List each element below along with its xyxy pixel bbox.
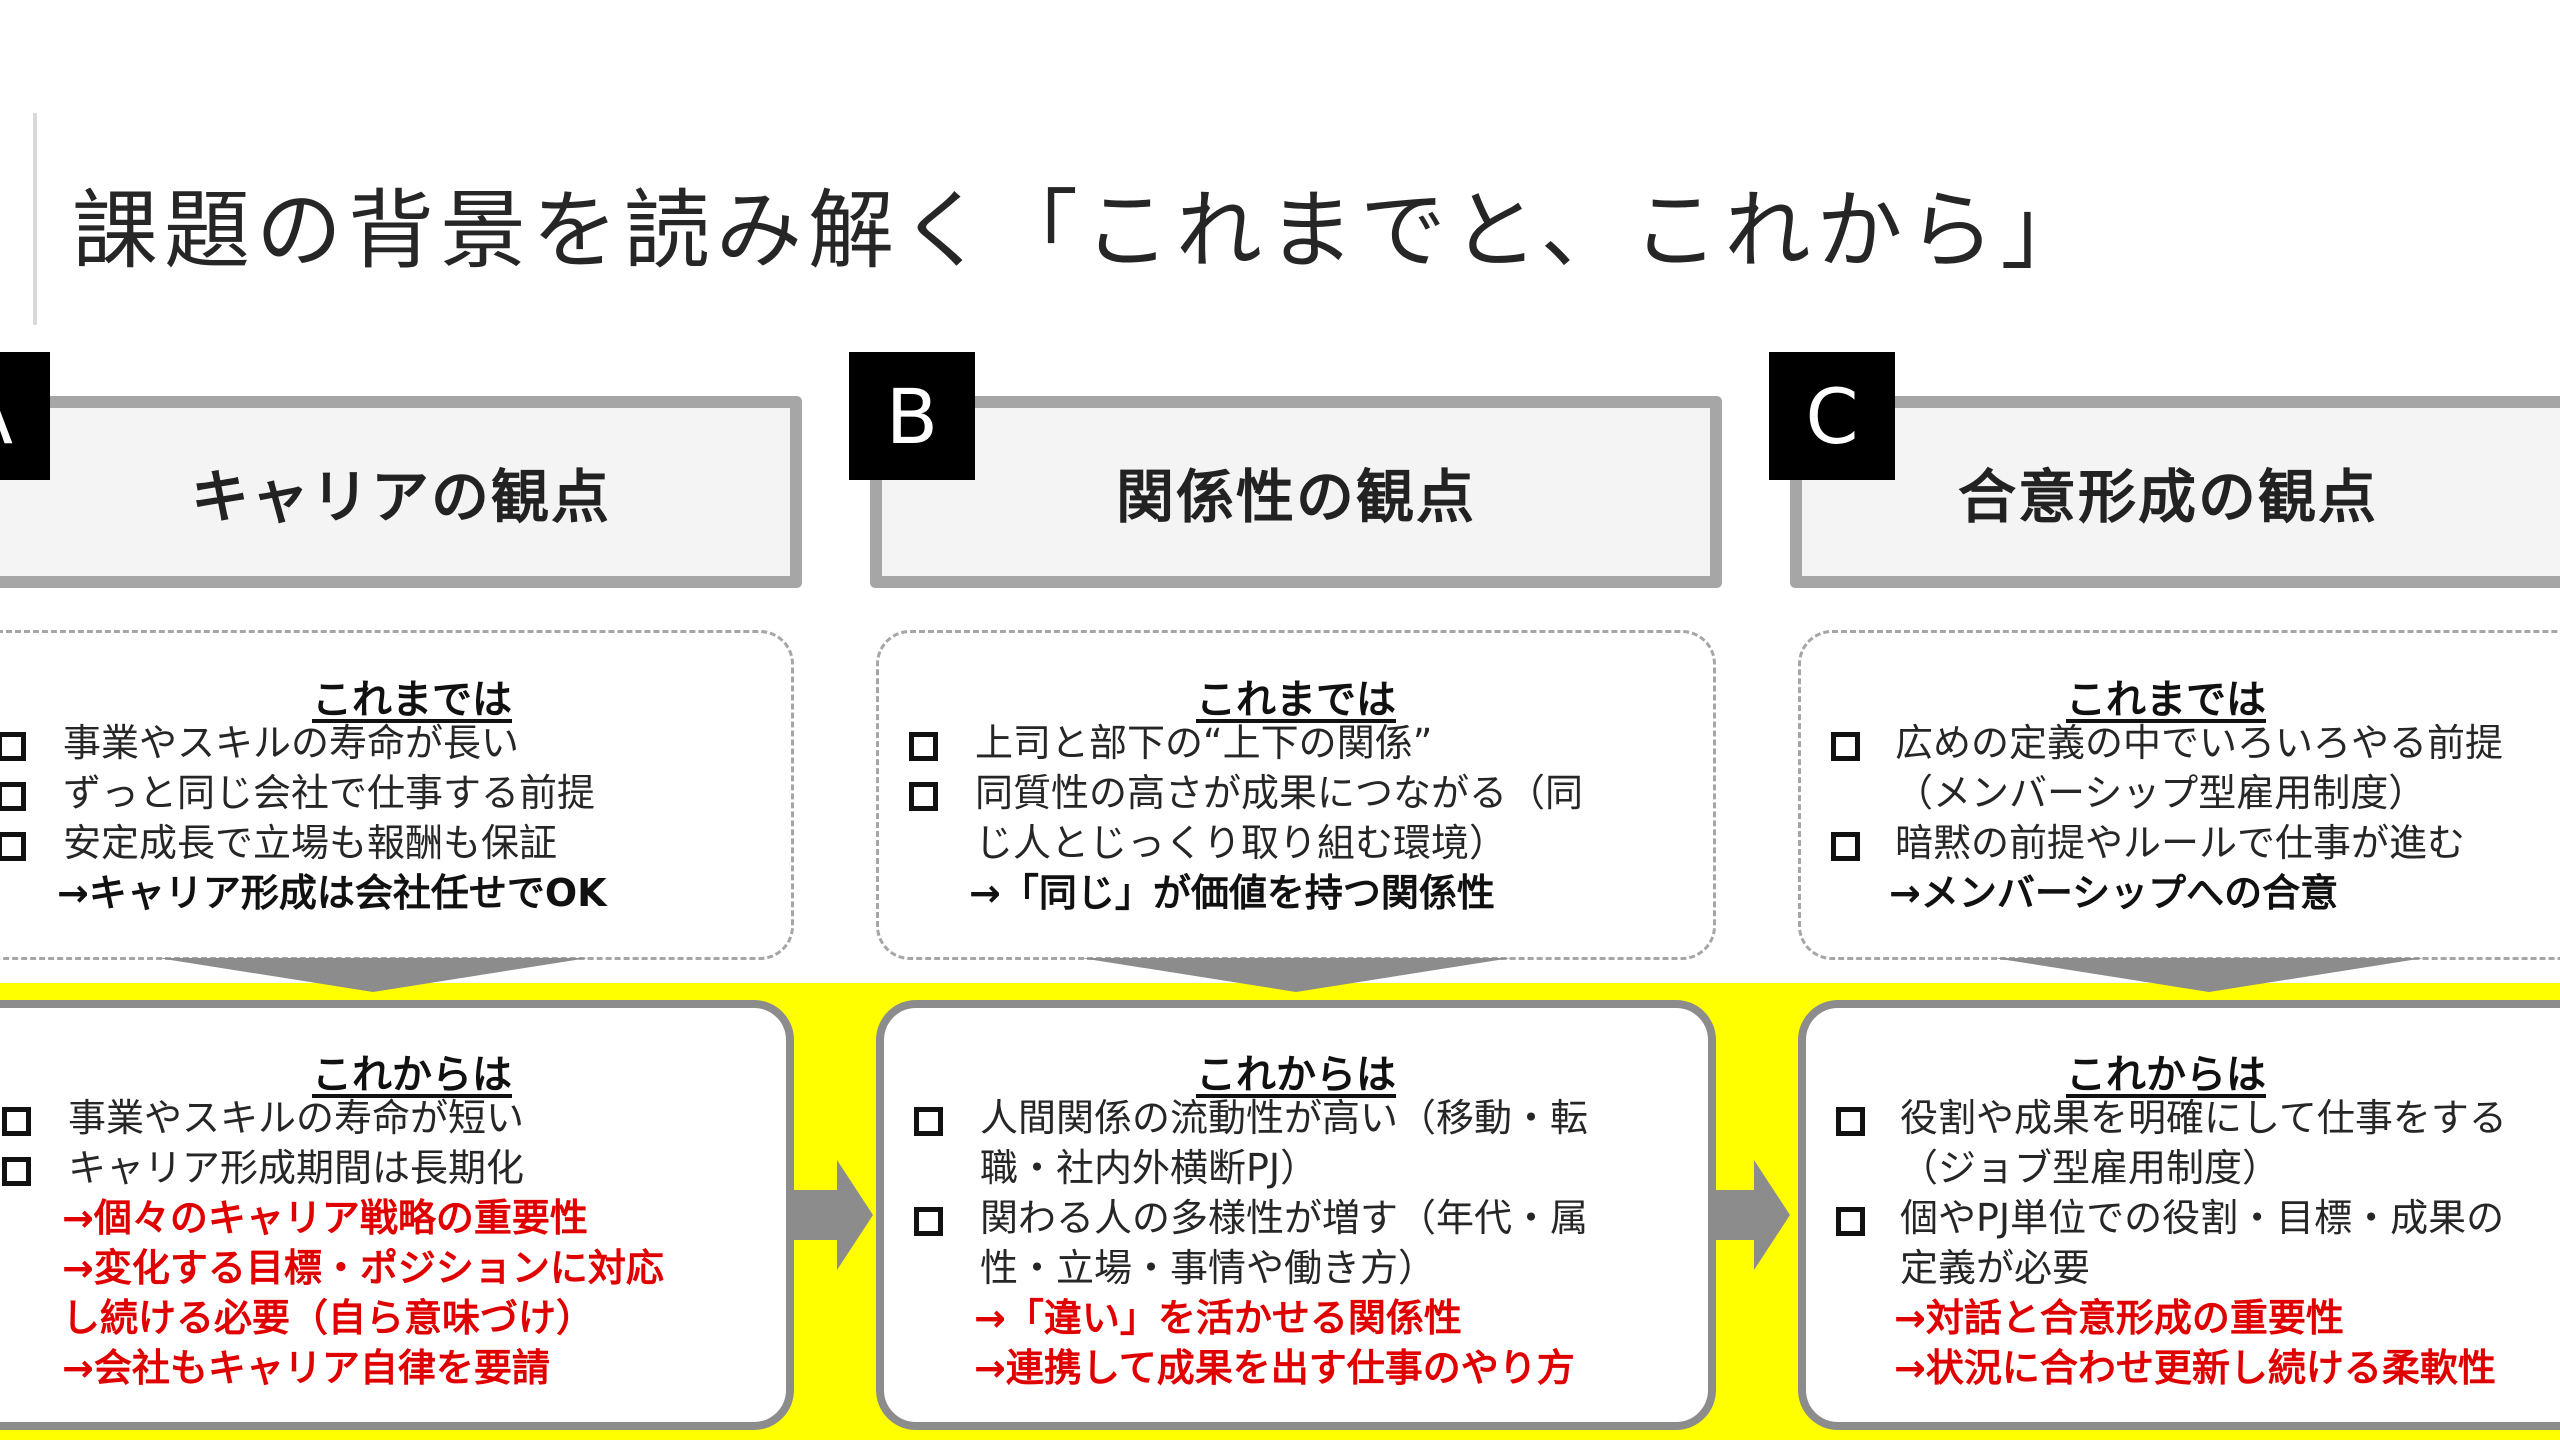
before-heading: これまでは [1196, 677, 1396, 723]
before-lines: 上司と部下の“上下の関係” 同質性の高さが成果につながる（同 じ人とじっくり取り… [879, 718, 1713, 918]
checkbox-icon [1836, 1107, 1865, 1136]
checkbox-icon [1831, 832, 1860, 861]
conclusion-line: →キャリア形成は会社任せでOK [57, 871, 607, 915]
after-heading: これからは [1196, 1052, 1396, 1098]
before-heading: これまでは [2066, 677, 2266, 723]
emphasis-line: し続ける必要（自ら意味づけ） [62, 1296, 595, 1340]
header-title: 関係性の観点 [1115, 463, 1476, 531]
before-lines: 事業やスキルの寿命が長い ずっと同じ会社で仕事する前提 安定成長で立場も報酬も保… [0, 718, 791, 918]
right-arrow-icon [793, 1160, 873, 1270]
checkbox-icon [0, 732, 26, 761]
before-box-consensus: これまでは 広めの定義の中でいろいろやる前提 （メンバーシップ型雇用制度） 暗黙… [1798, 630, 2560, 960]
header-box-relationship: 関係性の観点 [870, 396, 1722, 588]
before-box-career: これまでは 事業やスキルの寿命が長い ずっと同じ会社で仕事する前提 安定成長で立… [0, 630, 794, 960]
checkbox-icon [914, 1107, 943, 1136]
emphasis-line: →会社もキャリア自律を要請 [62, 1346, 550, 1390]
emphasis-line: →状況に合わせ更新し続ける柔軟性 [1894, 1346, 2496, 1390]
checkbox-icon [1836, 1207, 1865, 1236]
before-heading: これまでは [312, 677, 512, 723]
header-title: 合意形成の観点 [1957, 463, 2378, 531]
after-heading: これからは [2066, 1052, 2266, 1098]
emphasis-line: →個々のキャリア戦略の重要性 [62, 1196, 588, 1240]
emphasis-line: →対話と合意形成の重要性 [1894, 1296, 2344, 1340]
checkbox-icon [2, 1107, 31, 1136]
after-lines: 人間関係の流動性が高い（移動・転 職・社内外横断PJ） 関わる人の多様性が増す（… [884, 1093, 1708, 1393]
emphasis-line: →「違い」を活かせる関係性 [974, 1296, 1462, 1340]
list-item: 上司と部下の“上下の関係” [879, 718, 1713, 768]
list-item-continuation: 性・立場・事情や働き方） [980, 1246, 1437, 1290]
list-item: 同質性の高さが成果につながる（同 [879, 768, 1713, 818]
list-item: ずっと同じ会社で仕事する前提 [0, 768, 791, 818]
checkbox-icon [909, 732, 938, 761]
after-box-career: これからは 事業やスキルの寿命が短い キャリア形成期間は長期化 →個々のキャリア… [0, 1000, 794, 1430]
checkbox-icon [914, 1207, 943, 1236]
before-lines: 広めの定義の中でいろいろやる前提 （メンバーシップ型雇用制度） 暗黙の前提やルー… [1801, 718, 2560, 918]
column-relationship: 関係性の観点 B これまでは 上司と部下の“上下の関係” 同質性の高さが成果につ… [849, 0, 1770, 1440]
conclusion-line: →メンバーシップへの合意 [1889, 871, 2339, 915]
after-lines: 役割や成果を明確にして仕事をする （ジョブ型雇用制度） 個やPJ単位での役割・目… [1806, 1093, 2560, 1393]
checkbox-icon [909, 782, 938, 811]
column-career: キャリアの観点 A これまでは 事業やスキルの寿命が長い ずっと同じ会社で仕事す… [0, 0, 894, 1440]
list-item: 安定成長で立場も報酬も保証 [0, 818, 791, 868]
conclusion-line: →「同じ」が価値を持つ関係性 [969, 871, 1495, 915]
list-item-continuation: じ人とじっくり取り組む環境） [975, 821, 1508, 865]
after-box-consensus: これからは 役割や成果を明確にして仕事をする （ジョブ型雇用制度） 個やPJ単位… [1798, 1000, 2560, 1430]
emphasis-line: →連携して成果を出す仕事のやり方 [974, 1346, 1575, 1390]
title-accent-bar [33, 113, 37, 325]
list-item-continuation: 定義が必要 [1900, 1246, 2091, 1290]
header-box-consensus: 合意形成の観点 [1790, 396, 2560, 588]
letter-badge-c: C [1769, 352, 1895, 480]
letter-badge-b: B [849, 352, 975, 480]
checkbox-icon [0, 832, 26, 861]
checkbox-icon [1831, 732, 1860, 761]
list-item-continuation: （メンバーシップ型雇用制度） [1895, 771, 2427, 815]
column-consensus: 合意形成の観点 C これまでは 広めの定義の中でいろいろやる前提 （メンバーシッ… [1769, 0, 2560, 1440]
list-item: 広めの定義の中でいろいろやる前提 [1801, 718, 2560, 768]
right-arrow-icon [1710, 1160, 1790, 1270]
list-item: 事業やスキルの寿命が長い [0, 718, 791, 768]
after-heading: これからは [312, 1052, 512, 1098]
letter-badge-a: A [0, 352, 50, 480]
page-title: 課題の背景を読み解く「これまでと、これから」 [72, 181, 2093, 281]
header-box-career: キャリアの観点 [0, 396, 802, 588]
after-lines: 事業やスキルの寿命が短い キャリア形成期間は長期化 →個々のキャリア戦略の重要性… [0, 1093, 786, 1393]
before-box-relationship: これまでは 上司と部下の“上下の関係” 同質性の高さが成果につながる（同 じ人と… [876, 630, 1716, 960]
list-item: 事業やスキルの寿命が短い [0, 1093, 786, 1143]
header-title: キャリアの観点 [190, 463, 611, 531]
down-arrow-icon [1081, 958, 1511, 992]
after-box-relationship: これからは 人間関係の流動性が高い（移動・転 職・社内外横断PJ） 関わる人の多… [876, 1000, 1716, 1430]
list-item: 暗黙の前提やルールで仕事が進む [1801, 818, 2560, 868]
list-item-continuation: （ジョブ型雇用制度） [1900, 1146, 2281, 1190]
down-arrow-icon [1994, 958, 2424, 992]
checkbox-icon [0, 782, 26, 811]
list-item: 個やPJ単位での役割・目標・成果の [1806, 1193, 2560, 1243]
list-item: 人間関係の流動性が高い（移動・転 [884, 1093, 1708, 1143]
checkbox-icon [2, 1157, 31, 1186]
emphasis-line: →変化する目標・ポジションに対応 [62, 1246, 664, 1290]
down-arrow-icon [158, 958, 588, 992]
list-item: 役割や成果を明確にして仕事をする [1806, 1093, 2560, 1143]
list-item: キャリア形成期間は長期化 [0, 1143, 786, 1193]
list-item: 関わる人の多様性が増す（年代・属 [884, 1193, 1708, 1243]
list-item-continuation: 職・社内外横断PJ） [980, 1146, 1319, 1190]
